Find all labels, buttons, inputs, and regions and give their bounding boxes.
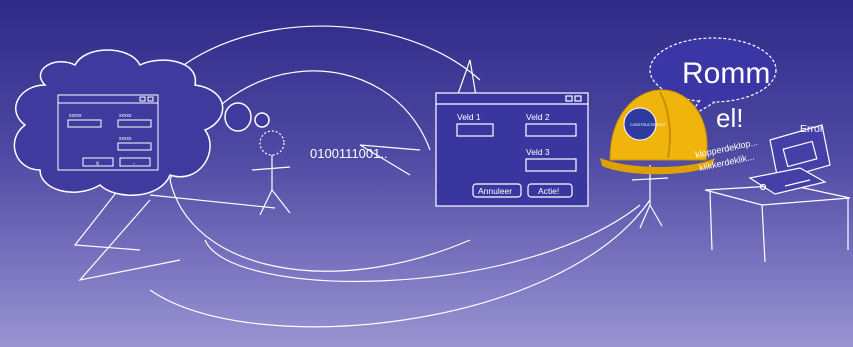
thought-field-label-2: xxxxx [119,113,132,119]
thought-dialog-ctrl-2 [147,96,154,102]
veld-3-input [525,158,577,172]
computer-icon [748,124,831,195]
actie-button-label: Actie! [538,186,559,196]
actie-button[interactable]: Actie! [527,183,573,198]
middle-arc [169,70,471,272]
error-label: Error [800,123,824,135]
binary-data-text: 0100111001.. [310,146,388,161]
thought-bubble-large [224,102,252,132]
cycle-arrows [73,25,651,328]
speech-bubble-line-1: Romm [682,57,770,90]
thought-button-label-2: - [133,161,135,167]
helmet-badge-text: CONSTRUCTIEFOUT [630,123,667,127]
veld-1-input [456,123,494,137]
stick-figure-left-head [259,130,285,156]
thought-dialog [57,94,159,171]
thought-cloud [13,49,270,196]
speech-bubble [649,37,777,119]
thought-dialog-field-3 [117,142,152,151]
veld-3-label: Veld 3 [526,147,550,157]
arrow-head-mid [359,144,421,176]
inner-arc [204,204,641,282]
arrow-head-bottom [78,199,181,281]
helmet-badge [623,107,657,141]
veld-1-label: Veld 1 [457,112,481,122]
stick-figure-left [251,130,291,216]
dialog-window [435,92,589,207]
veld-2-label: Veld 2 [526,112,550,122]
thought-dialog-field-2 [117,119,152,128]
desk [704,184,851,263]
thought-dialog-button-2 [119,157,151,167]
thought-field-label-3: xxxxx [119,136,132,142]
monitor-error-window [782,140,818,168]
thought-field-label-1: xxxxx [69,113,82,119]
dialog-frame [435,92,589,207]
thought-dialog-ctrl-1 [139,96,146,102]
speech-bubble-line-2: el! [716,103,743,133]
lower-arc [149,199,651,328]
thought-dialog-button-1 [82,157,114,167]
thought-dialog-window [57,94,159,171]
monitor [769,124,831,181]
pointer-to-stickman [149,194,276,209]
thought-button-label-1: x [96,161,99,167]
thought-bubble-small [254,112,270,128]
cloud-shape [13,49,224,196]
computer-base [748,167,827,195]
stick-figure-right [631,165,669,229]
hard-hat-icon: CONSTRUCTIEFOUT [600,89,715,175]
dialog-window-ctrl-1 [565,95,573,102]
thought-dialog-field-1 [67,119,102,128]
annuleer-button-label: Annuleer [478,186,512,196]
dialog-window-ctrl-2 [574,95,582,102]
arrow-head-left [73,174,141,251]
veld-2-input [525,123,577,137]
annuleer-button[interactable]: Annuleer [472,183,522,198]
